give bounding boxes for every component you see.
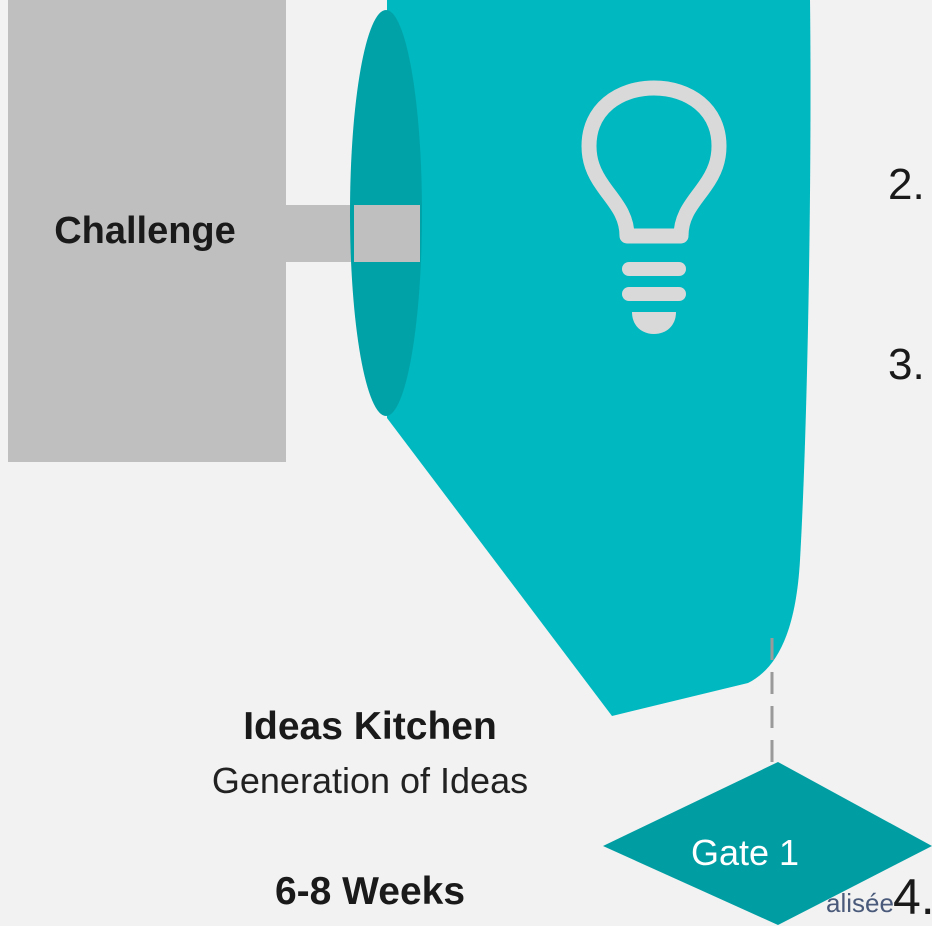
challenge-label: Challenge	[54, 210, 236, 252]
step-number-4: 4.	[893, 869, 932, 925]
stage-duration: 6-8 Weeks	[274, 870, 466, 913]
challenge-box	[8, 0, 286, 462]
challenge-connector-inner	[354, 205, 420, 262]
lightbulb-icon	[581, 80, 727, 334]
stage-title: Ideas Kitchen	[243, 705, 497, 748]
gate-label: Gate 1	[690, 832, 800, 873]
step-number-2: 2.	[888, 160, 925, 209]
stage-subtitle: Generation of Ideas	[211, 760, 529, 801]
gate-1-diamond	[603, 762, 932, 925]
step-number-3: 3.	[888, 340, 925, 389]
partial-overlay-text: alisée	[826, 888, 894, 918]
